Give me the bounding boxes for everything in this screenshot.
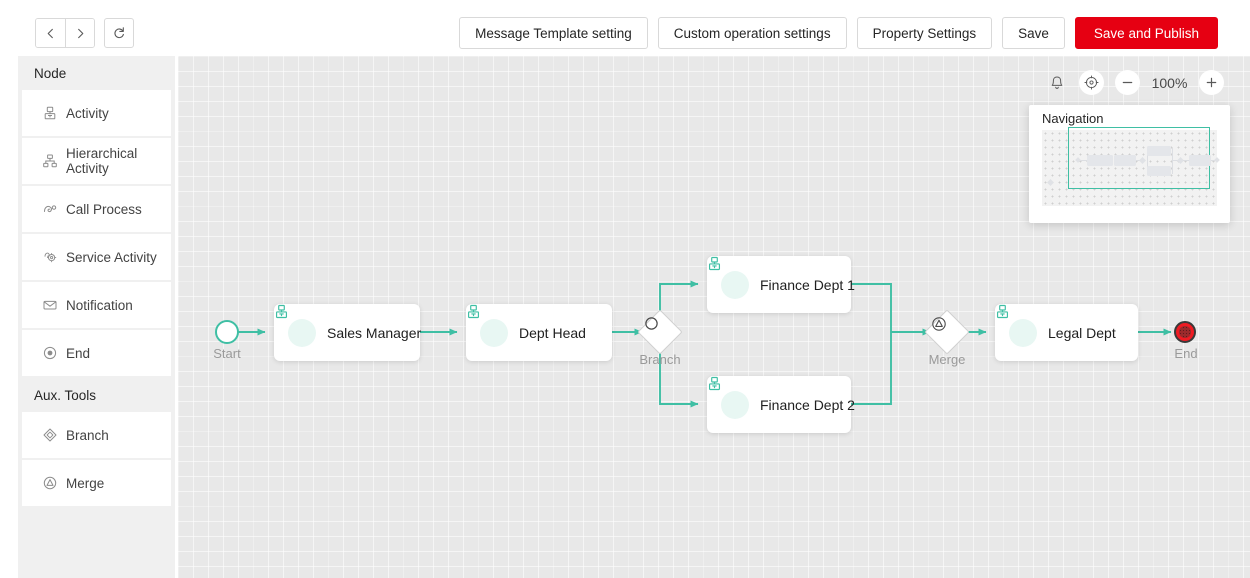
- navigation-panel-title: Navigation: [1042, 111, 1104, 126]
- forward-button[interactable]: [65, 19, 94, 47]
- sidebar-item-label: Call Process: [66, 201, 142, 217]
- sidebar-item-call-process[interactable]: Call Process: [22, 186, 171, 232]
- start-node-label: Start: [213, 346, 241, 361]
- minimap-node: [1114, 155, 1136, 166]
- sidebar-item-label: End: [66, 345, 91, 361]
- refresh-button[interactable]: [104, 18, 134, 48]
- minimap-node: [1087, 155, 1113, 166]
- locate-target-icon[interactable]: [1079, 70, 1104, 95]
- sidebar-item-end[interactable]: End: [22, 330, 171, 376]
- navigation-minimap[interactable]: [1042, 127, 1220, 206]
- zoom-level-value: 100%: [1151, 74, 1188, 91]
- top-toolbar: Message Template setting Custom operatio…: [0, 0, 1250, 56]
- zoom-out-button[interactable]: [1115, 70, 1140, 95]
- flow-node-label: Dept Head: [519, 324, 586, 341]
- end-core-icon: [1179, 326, 1191, 338]
- call-process-icon: [42, 202, 57, 217]
- save-button[interactable]: Save: [1002, 17, 1065, 49]
- sidebar-item-service-activity[interactable]: Service Activity: [22, 234, 171, 280]
- sidebar-item-label: Hierarchical Activity: [66, 146, 138, 176]
- user-activity-icon: [708, 376, 749, 419]
- back-button[interactable]: [36, 19, 65, 47]
- flow-node-legal-dept[interactable]: Legal Dept: [995, 304, 1138, 361]
- chevron-right-icon: [77, 28, 83, 38]
- end-node[interactable]: [1174, 321, 1196, 343]
- navigation-panel: Navigation: [1029, 105, 1230, 223]
- sidebar-item-label: Merge: [66, 475, 105, 491]
- minimap-node: [1189, 155, 1211, 166]
- sidebar-item-label: Service Activity: [66, 249, 157, 265]
- merge-triangle-icon: [931, 316, 963, 348]
- sidebar-item-merge[interactable]: Merge: [22, 460, 171, 506]
- merge-icon: [42, 476, 57, 491]
- property-settings-button[interactable]: Property Settings: [856, 17, 993, 49]
- save-and-publish-button[interactable]: Save and Publish: [1074, 17, 1218, 49]
- sidebar-item-label: Notification: [66, 297, 133, 313]
- branch-gateway[interactable]: [637, 309, 683, 355]
- flow-node-finance-dept-1[interactable]: Finance Dept 1: [707, 256, 855, 313]
- node-palette-sidebar: Node Activity Hiera: [18, 56, 175, 578]
- end-node-label: End: [1174, 346, 1198, 361]
- chevron-left-icon: [47, 28, 53, 38]
- minimap-connector: [1183, 160, 1190, 161]
- merge-gateway[interactable]: [924, 309, 970, 355]
- user-activity-icon: [275, 304, 316, 347]
- minimap-node: [1147, 146, 1171, 156]
- end-circle-icon: [42, 346, 57, 361]
- bell-icon[interactable]: [1046, 72, 1068, 94]
- branch-circle-icon: [644, 316, 676, 348]
- minimap-start-marker: [1046, 178, 1055, 187]
- user-activity-icon: [708, 256, 749, 299]
- minimap-connector: [1078, 160, 1088, 161]
- history-nav-group: [35, 18, 95, 48]
- branch-gateway-label: Branch: [639, 352, 681, 367]
- flow-canvas[interactable]: Start Sales Manager: [178, 56, 1250, 578]
- minimap-connector: [1172, 148, 1173, 174]
- user-activity-icon: [996, 304, 1037, 347]
- sidebar-item-label: Activity: [66, 105, 109, 121]
- sidebar-section-title-aux-tools: Aux. Tools: [34, 387, 97, 403]
- sidebar-item-notification[interactable]: Notification: [22, 282, 171, 328]
- plus-icon: [1206, 77, 1217, 88]
- user-activity-icon: [467, 304, 508, 347]
- sidebar-item-label: Branch: [66, 427, 109, 443]
- merge-gateway-label: Merge: [928, 352, 966, 367]
- sidebar-item-activity[interactable]: Activity: [22, 90, 171, 136]
- minimap-connector: [1172, 160, 1180, 161]
- zoom-in-button[interactable]: [1199, 70, 1224, 95]
- branch-diamond-icon: [42, 428, 57, 443]
- refresh-icon: [114, 27, 124, 39]
- canvas-tool-controls: 100%: [1046, 70, 1224, 95]
- minimap-connector: [1147, 148, 1148, 174]
- sidebar-section-title-node: Node: [34, 65, 67, 81]
- custom-operation-settings-button[interactable]: Custom operation settings: [657, 17, 847, 49]
- message-template-setting-button[interactable]: Message Template setting: [459, 17, 648, 49]
- sidebar-item-branch[interactable]: Branch: [22, 412, 171, 458]
- sidebar-item-hierarchical-activity[interactable]: Hierarchical Activity: [22, 138, 171, 184]
- service-activity-icon: [42, 250, 57, 265]
- start-node[interactable]: [215, 320, 239, 344]
- flow-node-finance-dept-2[interactable]: Finance Dept 2: [707, 376, 855, 433]
- flow-node-label: Finance Dept 2: [760, 396, 855, 413]
- flow-node-label: Sales Manager: [327, 324, 422, 341]
- hierarchy-icon: [42, 154, 57, 169]
- flow-node-label: Legal Dept: [1048, 324, 1116, 341]
- flow-node-dept-head[interactable]: Dept Head: [466, 304, 612, 361]
- minus-icon: [1122, 81, 1133, 84]
- toolbar-actions: Message Template setting Custom operatio…: [459, 17, 1218, 49]
- flow-node-label: Finance Dept 1: [760, 276, 855, 293]
- mail-icon: [42, 298, 57, 313]
- flow-node-sales-manager[interactable]: Sales Manager: [274, 304, 422, 361]
- activity-icon: [42, 106, 57, 121]
- minimap-end-dot: [1214, 157, 1220, 163]
- minimap-node: [1147, 166, 1171, 176]
- flow-graph: Start Sales Manager: [178, 56, 1250, 578]
